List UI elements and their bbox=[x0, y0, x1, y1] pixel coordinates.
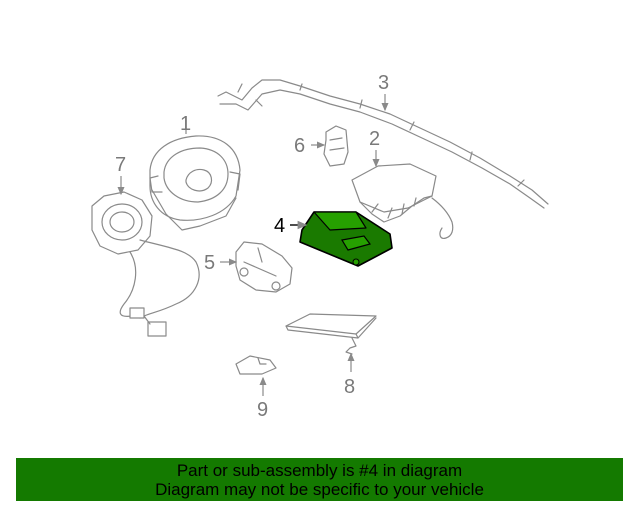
part-1-driver-airbag[interactable] bbox=[149, 135, 241, 231]
callout-2: 2 bbox=[369, 128, 380, 150]
callout-6: 6 bbox=[294, 135, 305, 157]
banner-line-2: Diagram may not be specific to your vehi… bbox=[155, 480, 484, 499]
part-4-control-module[interactable] bbox=[299, 211, 393, 267]
callout-5: 5 bbox=[204, 252, 215, 274]
callout-3: 3 bbox=[378, 72, 389, 94]
parts-diagram: 3 1 7 6 2 bbox=[91, 72, 549, 421]
callout-4: 4 bbox=[274, 215, 285, 237]
part-8-occupant-sensor[interactable] bbox=[285, 313, 377, 355]
callout-7: 7 bbox=[115, 154, 126, 176]
part-9-module[interactable] bbox=[235, 355, 277, 375]
banner-line-1: Part or sub-assembly is #4 in diagram bbox=[176, 461, 463, 480]
part-7-clockspring[interactable] bbox=[91, 191, 200, 337]
info-banner: Part or sub-assembly is #4 in diagram Di… bbox=[16, 458, 623, 501]
part-5-impact-sensor[interactable] bbox=[235, 241, 293, 293]
callout-9: 9 bbox=[257, 399, 268, 421]
callout-1: 1 bbox=[180, 113, 191, 135]
part-3-curtain-airbag[interactable] bbox=[217, 79, 549, 209]
part-6-sensor[interactable] bbox=[323, 125, 349, 167]
part-2-passenger-airbag[interactable] bbox=[351, 163, 454, 239]
callout-8: 8 bbox=[344, 376, 355, 398]
